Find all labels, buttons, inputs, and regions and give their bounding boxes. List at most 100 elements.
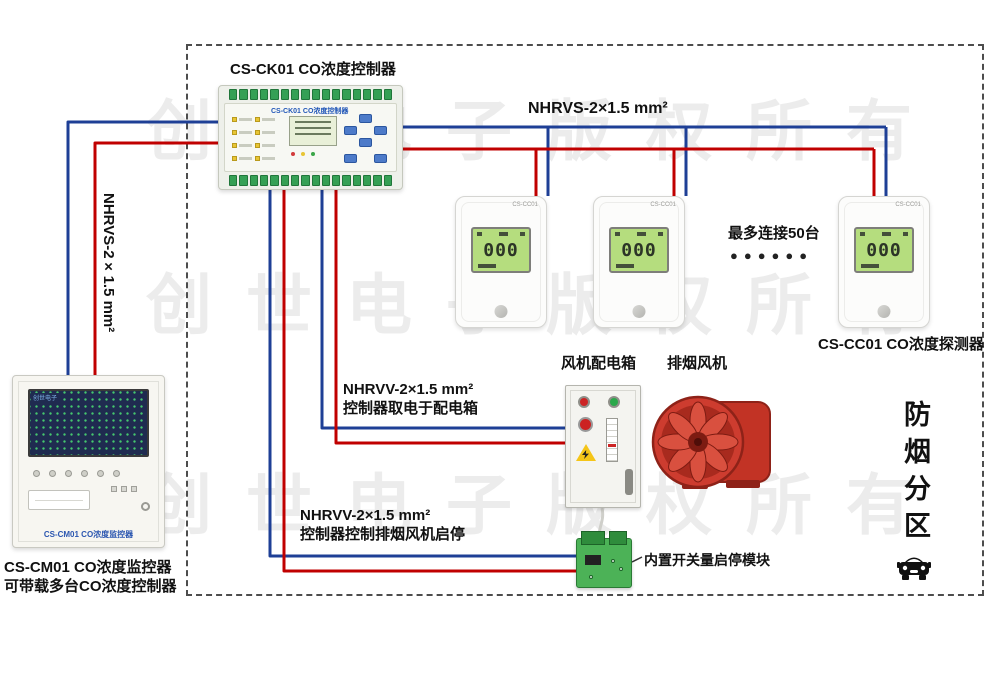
status-led <box>232 143 237 148</box>
monitor-title: CS-CM01 CO浓度监控器 可带载多台CO浓度控制器 <box>4 558 177 596</box>
led-label-bar <box>262 157 275 160</box>
terminal-cell <box>280 175 289 186</box>
detector-face <box>461 202 541 322</box>
led-column <box>255 117 275 161</box>
detector-face <box>599 202 679 322</box>
exhaust-fan-device <box>648 394 776 495</box>
cable-label-top: NHRVS-2×1.5 mm² <box>528 100 668 117</box>
brand-logo-icon <box>632 305 646 318</box>
monitor-title-line2: 可带载多台CO浓度控制器 <box>4 578 177 595</box>
co-detector-2: CS-CC01 000 <box>593 196 685 328</box>
monitor-key-row <box>111 486 137 492</box>
switch-module-device <box>576 531 632 588</box>
lcd-value: 000 <box>483 240 519 261</box>
module-label-leader-line <box>631 556 643 563</box>
monitor-button[interactable] <box>49 470 56 477</box>
monitor-button[interactable] <box>33 470 40 477</box>
monitor-key[interactable] <box>111 486 117 492</box>
led-column <box>232 117 252 161</box>
wire-red-to-power-box <box>334 190 565 445</box>
lcd-icon <box>882 232 891 236</box>
controller-panel-title: CS-CK01 CO浓度控制器 <box>271 108 349 115</box>
cable-label-control: NHRVV-2×1.5 mm² 控制器控制排烟风机启停 <box>300 506 465 544</box>
terminal-cell <box>363 89 372 100</box>
fan-foot <box>726 480 760 488</box>
status-led <box>255 143 260 148</box>
controller-title: CS-CK01 CO浓度控制器 <box>230 61 396 78</box>
terminal-cell <box>383 89 392 100</box>
car-icon <box>897 557 931 580</box>
keyhole-icon <box>141 502 150 511</box>
fan-title: 排烟风机 <box>667 355 728 372</box>
detector-model-text: CS-CC01 <box>650 202 676 208</box>
terminal-cell <box>373 175 382 186</box>
monitor-button[interactable] <box>97 470 104 477</box>
lcd-value: 000 <box>621 240 657 261</box>
terminal-cell <box>239 89 248 100</box>
up-button[interactable] <box>359 114 372 123</box>
terminal-cell <box>259 175 269 186</box>
module-pad <box>619 567 623 571</box>
terminal-cell <box>301 175 310 186</box>
terminal-cell <box>259 89 269 100</box>
terminal-cell <box>239 175 248 186</box>
left-button[interactable] <box>344 126 357 135</box>
panel-meter <box>606 418 618 462</box>
co-detector-3: CS-CC01 000 <box>838 196 930 328</box>
warning-triangle-icon <box>576 444 596 461</box>
cable-label-control-line2: 控制器控制排烟风机启停 <box>300 526 466 543</box>
lcd-icon <box>520 232 525 236</box>
zone-dashed-frame <box>186 44 984 596</box>
watermark-text: 创世电子版权所有 <box>146 468 946 542</box>
terminal-strip-top <box>229 89 392 100</box>
terminal-cell <box>363 175 372 186</box>
monitor-button[interactable] <box>113 470 120 477</box>
terminal-strip-bottom <box>229 175 392 186</box>
right-button[interactable] <box>374 126 387 135</box>
module-terminal-block <box>581 531 605 545</box>
lcd-icon <box>499 232 508 236</box>
terminal-cell <box>321 175 331 186</box>
terminal-cell <box>229 89 238 100</box>
run-led <box>311 152 315 156</box>
terminal-cell <box>249 89 258 100</box>
terminal-cell <box>332 89 341 100</box>
fault-led <box>301 152 305 156</box>
monitor-door <box>18 381 159 542</box>
terminal-cell <box>321 89 331 100</box>
monitor-button[interactable] <box>81 470 88 477</box>
terminal-cell <box>311 89 320 100</box>
fan-power-box-device <box>565 385 641 508</box>
controller-lcd <box>289 116 337 146</box>
enter-button[interactable] <box>374 154 387 163</box>
monitor-button[interactable] <box>65 470 72 477</box>
menu-button[interactable] <box>344 154 357 163</box>
smoke-zone-label: 防烟分区 <box>900 400 930 548</box>
fan-hub-cap <box>694 438 702 446</box>
power-box-title: 风机配电箱 <box>561 355 637 372</box>
emergency-stop-button[interactable] <box>578 417 593 432</box>
printer-slot <box>28 490 90 510</box>
brand-logo-icon <box>877 305 891 318</box>
door-handle[interactable] <box>625 469 633 495</box>
monitor-key[interactable] <box>131 486 137 492</box>
module-title: 内置开关量启停模块 <box>644 552 770 568</box>
status-led <box>232 117 237 122</box>
detector-model-text: CS-CC01 <box>512 202 538 208</box>
down-button[interactable] <box>359 138 372 147</box>
lightning-bolt-icon <box>582 450 589 459</box>
module-pad <box>589 575 593 579</box>
detector-title: CS-CC01 CO浓度探测器 <box>818 336 984 353</box>
co-controller-device: CS-CK01 CO浓度控制器 <box>218 85 403 190</box>
detector-face <box>844 202 924 322</box>
cable-label-control-line1: NHRVV-2×1.5 mm² <box>300 507 431 524</box>
terminal-cell <box>229 175 238 186</box>
status-led <box>255 130 260 135</box>
monitor-key[interactable] <box>121 486 127 492</box>
status-led <box>255 117 260 122</box>
max-connect-label: 最多连接50台 <box>728 225 820 242</box>
led-label-bar <box>262 131 275 134</box>
terminal-cell <box>311 175 320 186</box>
